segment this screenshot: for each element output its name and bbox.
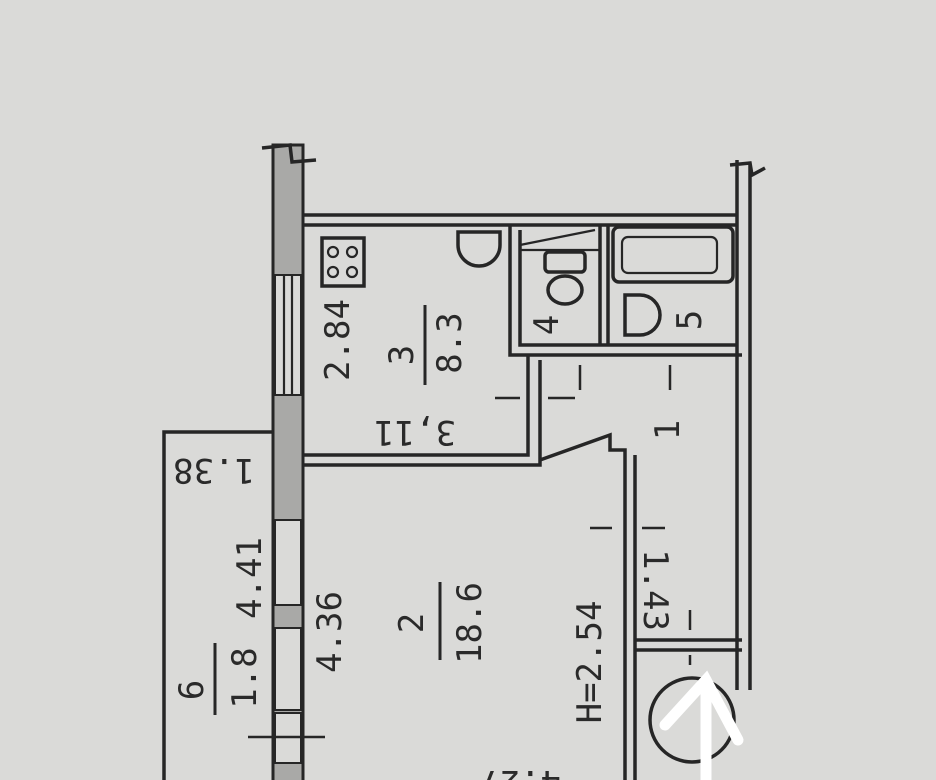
living-length: 4.27 <box>479 762 561 780</box>
dimension-ticks <box>248 365 692 739</box>
living-width: 4.36 <box>310 591 350 673</box>
kitchen-area: 8.3 <box>430 312 470 373</box>
toilet-number: 4 <box>527 315 567 335</box>
balcony-number: 6 <box>172 680 212 700</box>
kitchen-sink-icon <box>456 230 502 268</box>
balcony-width: 1.38 <box>173 450 255 490</box>
living-number: 2 <box>392 613 432 633</box>
ceiling-height: H=2.54 <box>570 601 610 724</box>
washbasin-icon <box>623 293 662 337</box>
bathtub-icon <box>611 225 735 284</box>
bathroom-number: 5 <box>670 310 710 330</box>
hall-number: 1 <box>648 420 688 440</box>
balcony-length: 4.41 <box>230 537 270 619</box>
wall-kitchen <box>303 355 542 467</box>
stair-circle <box>648 676 736 764</box>
kitchen-length: 3,11 <box>374 412 456 452</box>
stove-icon <box>320 236 366 288</box>
hall-width: 1.43 <box>635 549 675 631</box>
wall-hall <box>635 638 742 652</box>
toilet-icon <box>543 250 587 306</box>
balcony-area: 1.8 <box>225 647 265 708</box>
exterior-wall-right <box>729 160 766 690</box>
arrow-up-icon <box>659 670 744 780</box>
living-area: 18.6 <box>450 582 490 664</box>
wall-top <box>303 213 737 227</box>
wet-area-walls <box>508 225 742 357</box>
kitchen-width: 2.84 <box>318 299 358 381</box>
wall-living-room <box>539 432 637 780</box>
kitchen-number: 3 <box>382 345 422 365</box>
exterior-wall-left <box>261 143 317 780</box>
